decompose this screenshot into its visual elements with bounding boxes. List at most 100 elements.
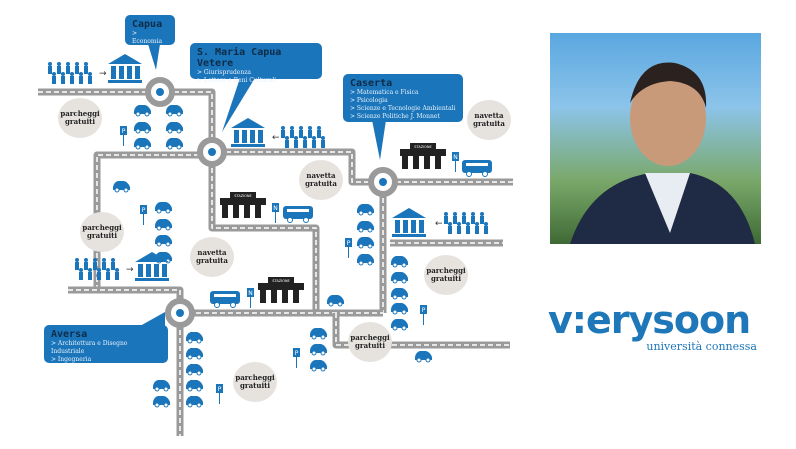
bus-wheel (482, 171, 488, 177)
car-wheel (187, 370, 193, 376)
hair (630, 62, 707, 108)
car-icon (391, 319, 408, 331)
bubble-text: navetta (474, 111, 504, 120)
parking-sign-icon: P (216, 384, 223, 404)
bubble-text: gratuiti (65, 117, 95, 126)
person-head (106, 268, 110, 272)
course: > Giurisprudenza (197, 69, 251, 76)
station-sign (230, 192, 256, 198)
callout-tail (148, 44, 160, 70)
car-icon (310, 344, 327, 356)
car-wheel (401, 309, 407, 315)
column (419, 220, 424, 233)
car-wheel (401, 278, 407, 284)
car-wheel (196, 402, 202, 408)
person-head (444, 212, 448, 216)
car-wheel (320, 366, 326, 372)
car-wheel (358, 227, 364, 233)
car-icon (134, 122, 151, 134)
person-head (79, 72, 83, 76)
car-wheel (401, 325, 407, 331)
car-icon (391, 256, 408, 268)
car-wheel (176, 144, 182, 150)
sign-plate (140, 205, 147, 214)
car-wheel (392, 278, 398, 284)
base (392, 234, 426, 237)
person-head (480, 212, 484, 216)
person-body (48, 66, 52, 74)
car-icon (134, 138, 151, 150)
sign-letter: P (295, 350, 299, 357)
station-pillar (282, 290, 288, 303)
person-body (290, 130, 294, 138)
person-body (111, 262, 115, 270)
car-wheel (311, 350, 317, 356)
students-group-icon: → (48, 62, 107, 84)
train-station-icon: STAZIONE (220, 192, 266, 218)
road-marking (211, 152, 317, 313)
car-wheel (165, 241, 171, 247)
column (146, 264, 151, 277)
person-body (484, 226, 488, 234)
callout-tail (372, 120, 386, 160)
station-pillar (260, 290, 266, 303)
road-marking (68, 289, 181, 436)
car-wheel (320, 350, 326, 356)
person-body (84, 262, 88, 270)
car-wheel (196, 354, 202, 360)
car-wheel (367, 210, 373, 216)
person-body (317, 130, 321, 138)
students-group-icon: ← (272, 126, 325, 148)
course: > Matematica e Fisica (350, 89, 419, 96)
bubble-text: gratuita (305, 179, 337, 188)
person-head (285, 136, 289, 140)
shuttle-stop-sign-icon: N (272, 203, 279, 223)
car-wheel (392, 309, 398, 315)
car-wheel (425, 357, 431, 363)
station-pillar (402, 156, 408, 169)
course: > Economia (132, 30, 163, 45)
person-body (444, 216, 448, 224)
car-icon (186, 380, 203, 392)
car-wheel (392, 262, 398, 268)
bubble-text: parcheggi (350, 333, 390, 342)
parking-sign-icon: P (140, 205, 147, 225)
person-head (79, 268, 83, 272)
course: > Architettura e Disegno Industriale (51, 340, 128, 355)
car-wheel (163, 386, 169, 392)
bus-body (210, 291, 240, 304)
university-building-icon (231, 118, 265, 147)
parking-sign-icon: P (420, 305, 427, 325)
person-head (471, 212, 475, 216)
person-body (453, 216, 457, 224)
person-body (312, 140, 316, 148)
person-body (102, 262, 106, 270)
station-roof (258, 283, 304, 290)
roof (392, 208, 426, 218)
car-wheel (311, 334, 317, 340)
person-body (79, 272, 83, 280)
column (119, 66, 124, 79)
column (403, 220, 408, 233)
car-icon (310, 328, 327, 340)
sign-plate (452, 152, 459, 161)
verysoon-logo: v:erysoon università connessa (548, 300, 763, 353)
car-wheel (167, 111, 173, 117)
callout-tail (222, 78, 255, 132)
person-body (294, 140, 298, 148)
university-building-icon (392, 208, 426, 237)
bus-wheel (287, 217, 293, 223)
car-icon (153, 380, 170, 392)
bubble-text: navetta (197, 248, 227, 257)
car-wheel (144, 128, 150, 134)
car-wheel (392, 294, 398, 300)
bus-windows (466, 163, 488, 166)
car-wheel (156, 241, 162, 247)
car-wheel (154, 402, 160, 408)
car-icon (186, 396, 203, 408)
bus-wheel (303, 217, 309, 223)
sign-plate (216, 384, 223, 393)
